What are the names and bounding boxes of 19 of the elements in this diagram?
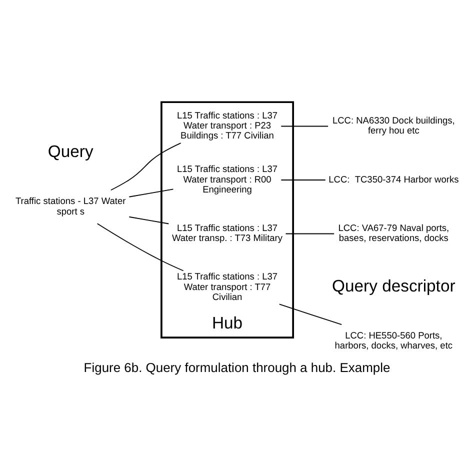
connector bbox=[96, 223, 184, 272]
caption: Figure 6b. Query formulation through a hub. Example bbox=[84, 360, 390, 376]
node-text: L15 Traffic stations : L37 Water transport : R00 Engineering bbox=[176, 164, 278, 195]
connector bbox=[110, 142, 182, 191]
label: Query bbox=[48, 142, 94, 162]
node-text: L15 Traffic stations : L37 Water transport : P23 Buildings : T77 Civilian bbox=[176, 110, 278, 141]
connector bbox=[128, 188, 174, 198]
connector bbox=[285, 233, 335, 234]
node-text: LCC: NA6330 Dock buildings, ferry hou etc bbox=[332, 115, 455, 136]
node-text: LCC: HE550-560 Ports, harbors, docks, wharves, etc bbox=[334, 330, 453, 351]
connector bbox=[128, 216, 170, 224]
connector bbox=[278, 304, 342, 326]
node-text: Traffic stations - L37 Water sport s bbox=[16, 196, 126, 216]
node-text: LCC: VA67-79 Naval ports, bases, reservations, docks bbox=[338, 222, 450, 244]
label: Query descriptor bbox=[332, 276, 456, 296]
node-text: LCC: TC350-374 Harbor works bbox=[328, 174, 459, 184]
connector bbox=[280, 126, 329, 127]
node-text: L15 Traffic stations : L37 Water transp. : T73 Military bbox=[172, 222, 283, 244]
node-text: L15 Traffic stations : L37 Water transport : T77 Civilian bbox=[176, 272, 278, 302]
